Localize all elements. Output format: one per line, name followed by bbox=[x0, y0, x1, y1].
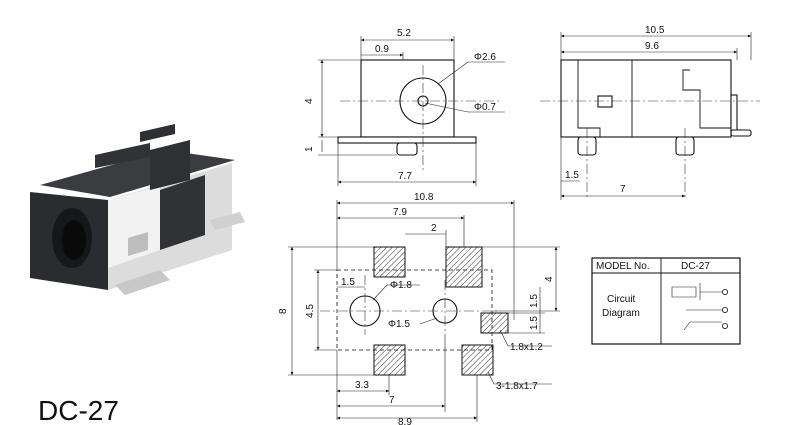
table-diagram-line1: Circuit bbox=[607, 294, 636, 305]
footprint-drawing: 10.8 7.9 2 Φ1.8 Φ1.5 1.5 8 4.5 4 bbox=[278, 192, 560, 425]
dim-side-lead: 1.5 bbox=[565, 170, 579, 181]
front-view-drawing: 5.2 0.9 Φ2.6 Φ0.7 4 1 7.7 bbox=[304, 28, 505, 186]
circuit-symbol bbox=[671, 283, 729, 331]
side-view-drawing: 10.5 9.6 1.5 7 bbox=[540, 25, 760, 200]
dim-side-overall: 10.5 bbox=[645, 25, 665, 36]
dim-side-body: 9.6 bbox=[645, 41, 659, 52]
dim-front-width: 5.2 bbox=[397, 28, 411, 39]
dim-fp-pad-small: 1.8x1.2 bbox=[510, 342, 543, 353]
dim-fp-hole1: Φ1.8 bbox=[390, 280, 412, 291]
dim-front-height: 4 bbox=[304, 98, 315, 104]
dim-front-base: 7.7 bbox=[398, 171, 412, 182]
dim-front-offset: 0.9 bbox=[375, 44, 389, 55]
dim-fp-bottom2: 7 bbox=[389, 395, 395, 406]
model-title: DC-27 bbox=[38, 395, 119, 425]
dim-fp-left: 1.5 bbox=[341, 277, 355, 288]
dim-fp-top2: 2 bbox=[431, 223, 437, 234]
dim-front-outer-dia: Φ2.6 bbox=[474, 52, 496, 63]
dim-fp-right15a: 1.5 bbox=[529, 294, 540, 308]
product-photo bbox=[30, 124, 245, 295]
dim-fp-hole2: Φ1.5 bbox=[388, 319, 410, 330]
dim-fp-overall: 10.8 bbox=[414, 192, 434, 203]
dim-fp-height: 8 bbox=[278, 308, 289, 314]
table-diagram-line2: Diagram bbox=[602, 308, 640, 319]
dim-fp-right4: 4 bbox=[544, 276, 555, 282]
table-model-value: DC-27 bbox=[681, 261, 710, 272]
dim-side-pitch: 7 bbox=[620, 184, 626, 195]
dim-fp-inner: 4.5 bbox=[305, 304, 316, 318]
dim-front-inner-dia: Φ0.7 bbox=[474, 102, 496, 113]
dim-fp-right15b: 1.5 bbox=[529, 316, 540, 330]
info-table: MODEL No. DC-27 Circuit Diagram bbox=[591, 257, 741, 345]
dim-fp-top1: 7.9 bbox=[393, 207, 407, 218]
dim-fp-bottom3: 8.9 bbox=[398, 417, 412, 425]
dim-fp-bottom1: 3.3 bbox=[355, 380, 369, 391]
dim-front-foot: 1 bbox=[304, 146, 315, 152]
dim-fp-pad-large: 3-1.8x1.7 bbox=[496, 381, 538, 392]
table-model-label: MODEL No. bbox=[596, 261, 650, 272]
